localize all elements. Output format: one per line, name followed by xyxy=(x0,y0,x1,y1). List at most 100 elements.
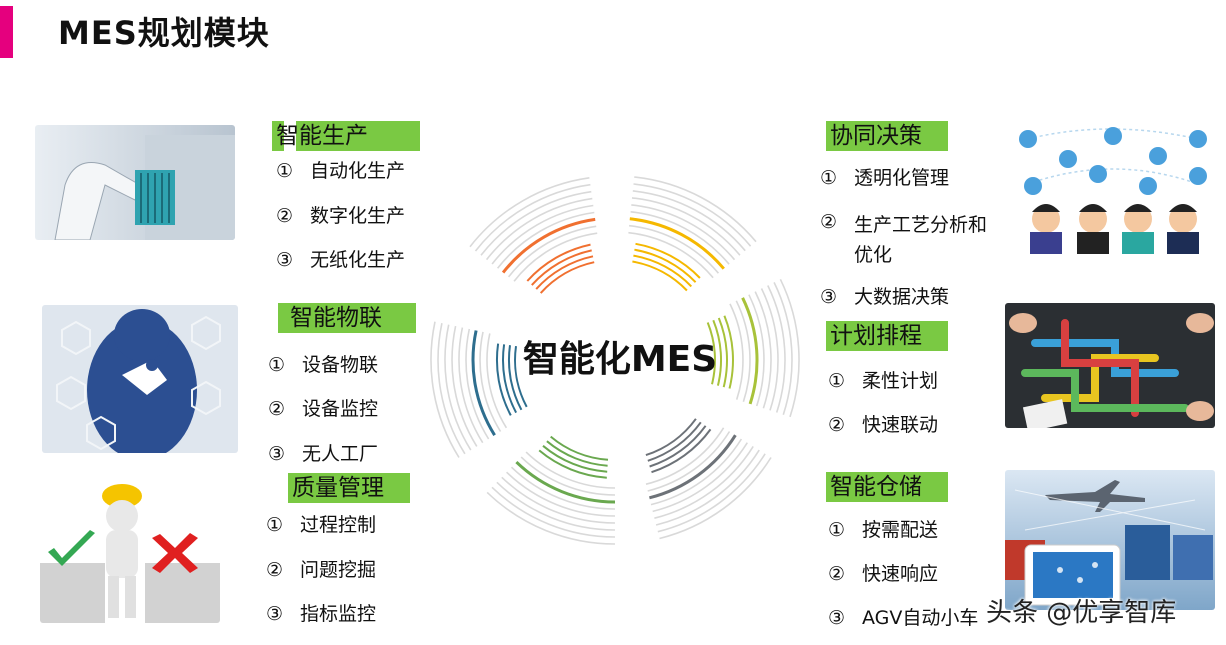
ring-arc-accent xyxy=(546,440,608,467)
ring-arc xyxy=(515,461,616,504)
ring-arc xyxy=(754,291,772,409)
ring-arc xyxy=(647,431,731,492)
ring-arc xyxy=(631,204,736,261)
ring-arc xyxy=(510,466,616,510)
module-title-iot: 智能物联 xyxy=(278,303,416,333)
ring-arc xyxy=(458,327,484,444)
ring-arc xyxy=(525,451,616,489)
iot-photo xyxy=(42,305,238,453)
ring-arc xyxy=(491,204,594,265)
ring-arc xyxy=(729,303,744,400)
ring-arc-accent xyxy=(531,249,592,286)
ring-arc-accent xyxy=(635,242,701,279)
ring-arc xyxy=(767,285,786,413)
ring-arc-accent xyxy=(647,421,702,462)
ring-arc xyxy=(650,438,743,506)
ring-arc xyxy=(469,177,590,248)
ring-arc xyxy=(471,330,496,436)
ring-arc xyxy=(748,294,765,407)
module-title-decision: 协同决策 xyxy=(826,121,948,151)
ring-arc xyxy=(634,176,757,243)
ring-arc xyxy=(735,300,751,402)
ring-arc xyxy=(485,197,593,261)
ring-arc xyxy=(629,217,725,270)
ring-arc xyxy=(633,183,752,247)
ring-arc xyxy=(507,225,597,278)
ring-arc xyxy=(496,481,616,531)
ring-arc xyxy=(486,491,616,545)
module-title-quality: 质量管理 xyxy=(288,473,410,503)
quality-check-illustration xyxy=(40,478,220,623)
module-title-warehousing: 智能仓储 xyxy=(826,472,948,502)
ring-arc-accent xyxy=(633,254,693,288)
logistics-photo xyxy=(1005,470,1215,610)
ring-arc xyxy=(501,476,616,524)
watermark: 头条 @优享智库 xyxy=(986,598,1177,628)
ring-arc xyxy=(649,434,737,500)
ring-arc-accent xyxy=(632,260,688,292)
ring-arc-accent xyxy=(717,317,729,388)
ring-arc xyxy=(629,224,720,274)
ring-arc xyxy=(430,321,460,458)
ring-arc-accent xyxy=(712,319,723,386)
ring-arc xyxy=(779,278,800,418)
ring-arc xyxy=(760,288,779,411)
page-title: MES规划模块 xyxy=(58,14,270,52)
ring-arc-accent xyxy=(634,248,697,283)
ring-arc xyxy=(491,486,616,538)
ring-arc-accent xyxy=(507,345,523,411)
ring-arc xyxy=(655,449,760,526)
ring-arc xyxy=(486,333,508,429)
ring-arc xyxy=(474,183,591,252)
ring-arc-accent xyxy=(538,449,607,479)
ring-arc xyxy=(741,297,759,405)
ring-arc-accent xyxy=(706,322,716,385)
ring-arc-accent xyxy=(495,343,512,416)
ring-arc xyxy=(520,456,616,496)
ring-arc-accent xyxy=(535,255,594,290)
team-decision-illustration xyxy=(1008,124,1218,254)
ring-arc-accent xyxy=(723,315,734,389)
ring-arc-accent xyxy=(651,428,712,474)
ring-arc xyxy=(465,328,490,440)
ring-arc xyxy=(479,331,502,432)
ring-arc xyxy=(444,324,472,451)
ring-arc-accent xyxy=(550,435,609,461)
ring-arc xyxy=(631,197,741,256)
ring-arc xyxy=(654,445,754,519)
module-title-production: 智能生产 xyxy=(272,121,420,151)
ring-arc xyxy=(437,323,466,455)
ring-arc xyxy=(496,211,595,269)
ring-arc-accent xyxy=(514,345,528,408)
ring-arc xyxy=(506,471,616,517)
ring-arc-accent xyxy=(502,344,517,414)
ring-arc-accent xyxy=(542,445,608,473)
ring-arc xyxy=(632,190,746,252)
ring-arc xyxy=(501,217,596,274)
ring-arc-accent xyxy=(649,425,707,468)
ring-arc xyxy=(480,190,592,256)
ring-arc xyxy=(513,232,598,282)
ring-arc-accent xyxy=(645,418,697,457)
ring-arc-accent xyxy=(539,261,595,294)
ring-arc-accent xyxy=(526,243,591,282)
planning-arrows-photo xyxy=(1005,303,1215,428)
title-accent-bar xyxy=(0,6,13,58)
ring-arc xyxy=(659,457,772,540)
ring-arc xyxy=(628,231,714,279)
robot-arm-photo xyxy=(35,125,235,240)
center-label: 智能化MES xyxy=(522,339,718,380)
